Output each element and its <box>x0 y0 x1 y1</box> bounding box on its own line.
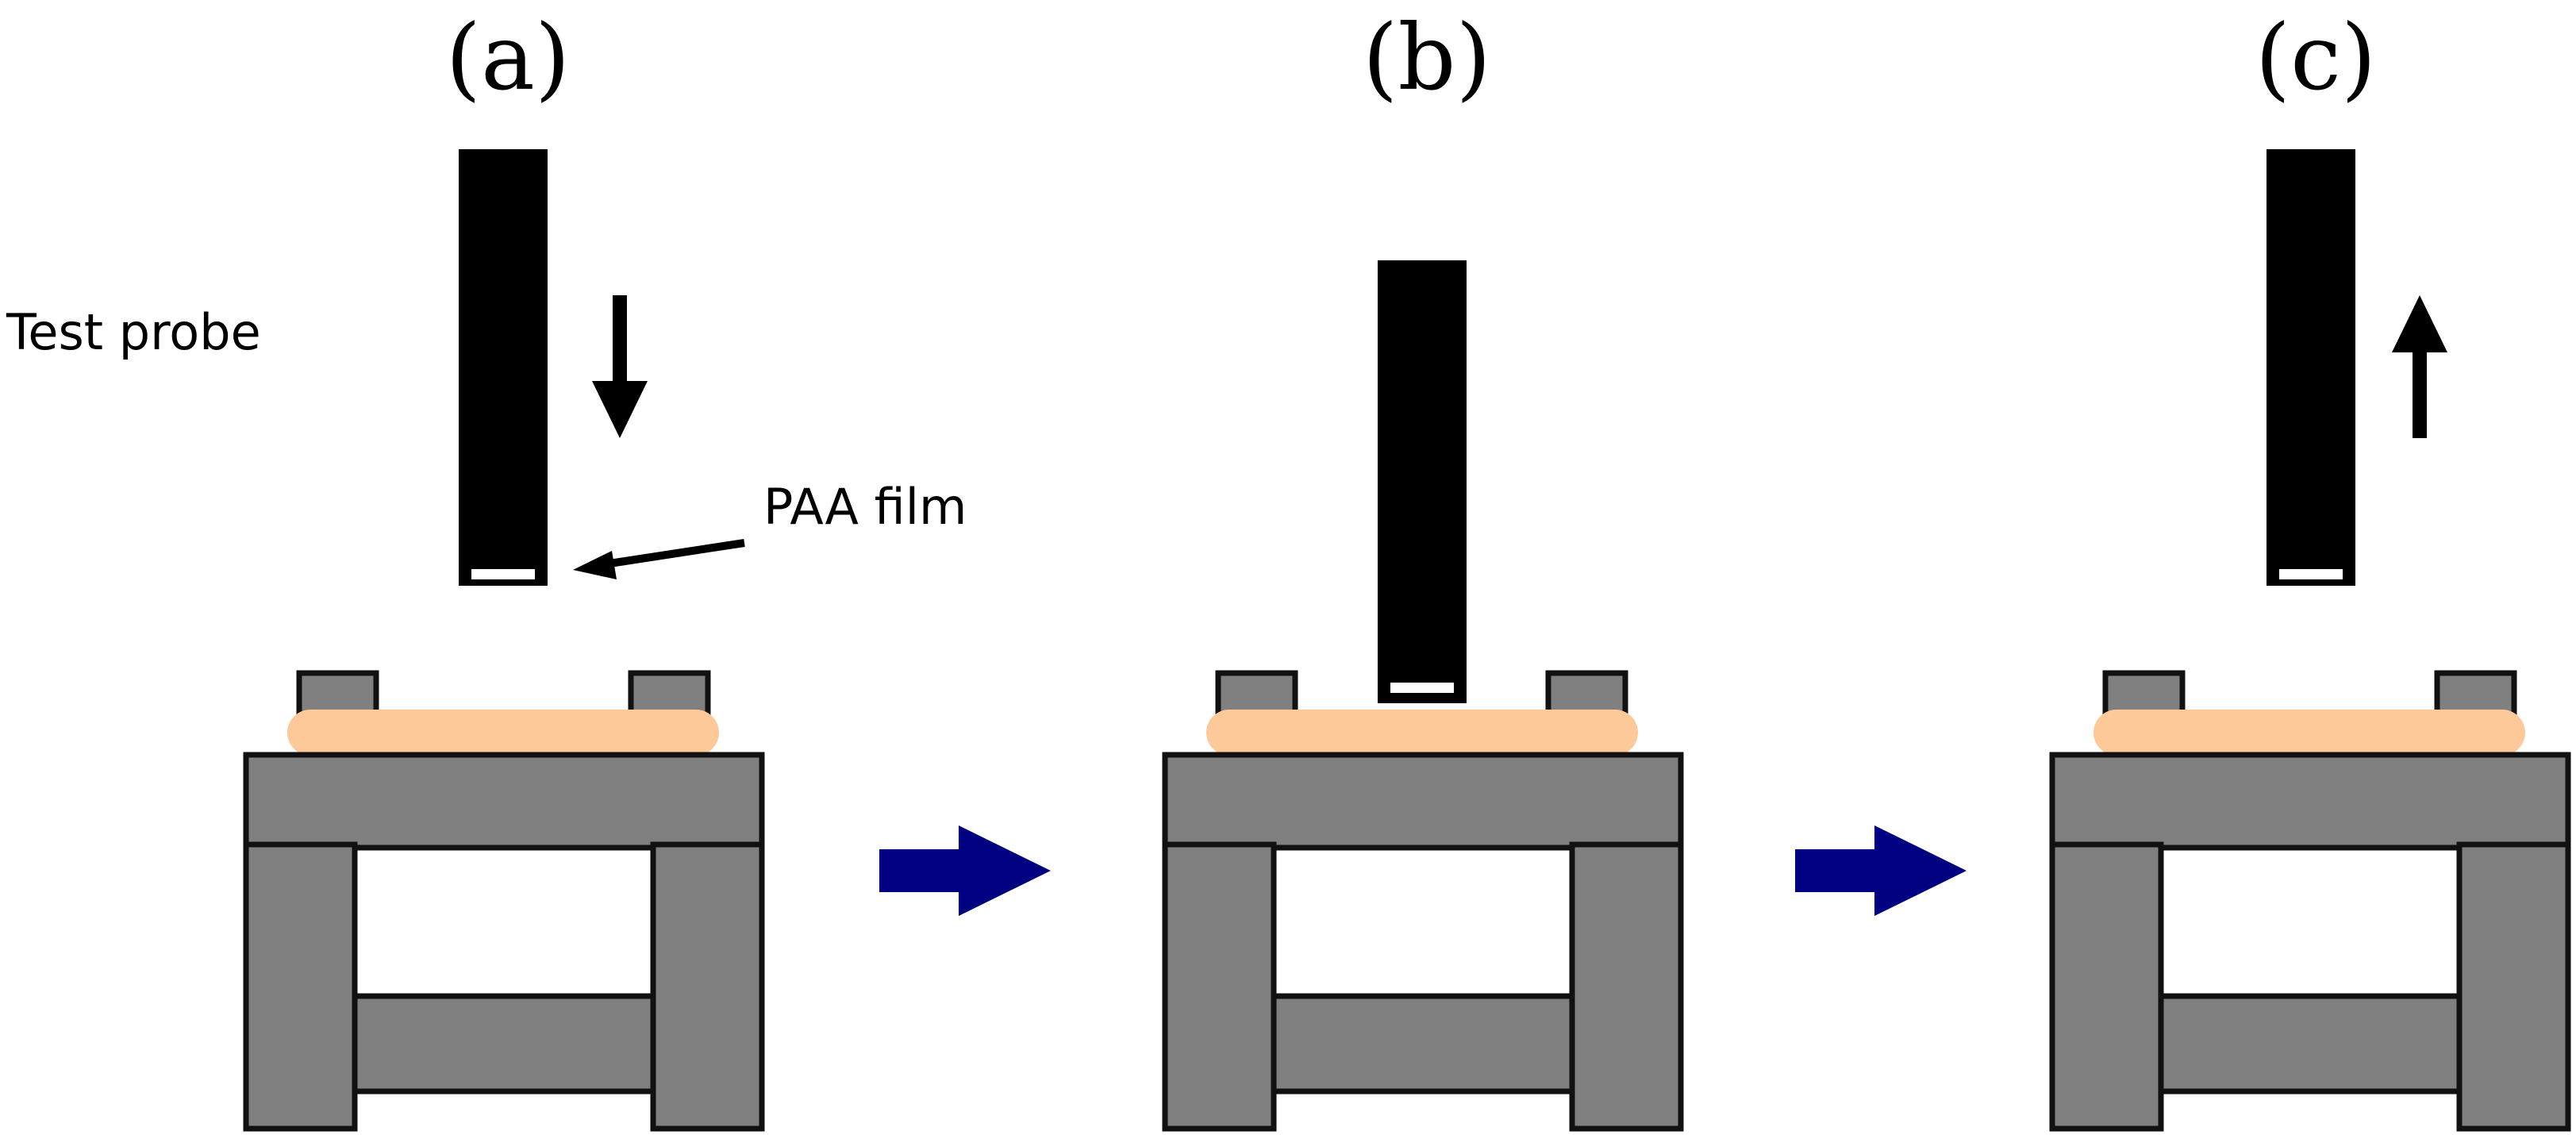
stage-top <box>243 752 765 851</box>
paa-film-a <box>471 569 535 579</box>
test-probe-a <box>459 149 548 586</box>
stage-leg-left <box>1162 841 1277 1132</box>
sample-holder-b <box>1162 670 1684 1132</box>
stage-leg-left <box>243 841 358 1132</box>
paa-film-callout-label: PAA film <box>763 478 967 536</box>
sample-holder-c <box>2049 670 2571 1132</box>
stage-top <box>2049 752 2571 851</box>
sample-substrate <box>1206 710 1638 756</box>
panel-label-a: (a) <box>446 5 571 110</box>
callout-leader-line <box>609 539 745 568</box>
callout-arrowhead-icon <box>573 551 617 579</box>
paa-film-b <box>1390 683 1454 693</box>
stage-crossbar <box>2158 993 2463 1095</box>
paa-film-c <box>2279 569 2343 579</box>
panel-label-b: (b) <box>1363 5 1491 110</box>
panel-b: (b) <box>1162 5 1684 1132</box>
sample-substrate <box>287 710 719 756</box>
paa-film-callout: PAA film <box>573 478 967 579</box>
stage-leg-right <box>1569 841 1684 1132</box>
probe-body <box>2266 149 2355 586</box>
sample-substrate <box>2093 710 2525 756</box>
stage-top <box>1162 752 1684 851</box>
test-probe-b <box>1378 260 1467 703</box>
panel-a: (a) <box>243 5 765 1132</box>
down-arrow-icon <box>592 295 648 438</box>
test-probe-c <box>2266 149 2355 586</box>
stage-leg-right <box>2456 841 2571 1132</box>
stage-crossbar <box>1271 993 1575 1095</box>
test-probe-callout: Test probe <box>6 303 261 361</box>
stage-leg-right <box>650 841 765 1132</box>
panel-c: (c) <box>2049 5 2571 1132</box>
sample-holder-a <box>243 670 765 1132</box>
panel-label-c: (c) <box>2255 5 2377 110</box>
probe-body <box>459 149 548 586</box>
stage-leg-left <box>2049 841 2164 1132</box>
probe-body <box>1378 260 1467 703</box>
step-arrow-icon <box>1795 825 1967 916</box>
up-arrow-icon <box>2392 295 2447 438</box>
stage-crossbar <box>352 993 656 1095</box>
step-arrow-icon <box>879 825 1051 916</box>
